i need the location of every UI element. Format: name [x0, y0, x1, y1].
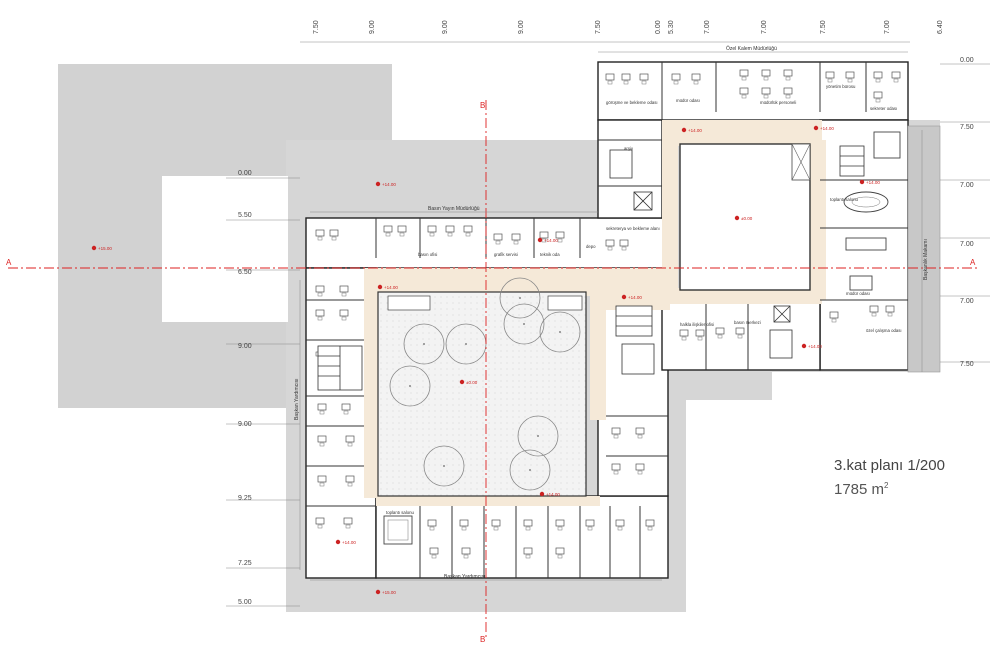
label-depo: depo	[586, 244, 596, 249]
label-sekreterya: sekreterya ve bekleme alanı	[606, 226, 660, 231]
partitions	[306, 62, 908, 578]
courtyard	[377, 277, 587, 497]
dim-top-3: 9.00	[442, 20, 449, 34]
meeting-tables	[383, 131, 901, 545]
label-baskan-yard-bottom: Başkan Yardımcısı	[444, 574, 486, 580]
label-ozel-calisma: özel çalışma odası	[866, 328, 902, 333]
dim-left-8: 5.00	[238, 599, 252, 606]
dim-top-7: 5.30	[668, 20, 675, 34]
right-dimension-labels: 0.00 7.50 7.00 7.00 7.00 7.50	[960, 57, 974, 368]
level-corridor-s: +14.00	[546, 492, 560, 497]
section-a-right: A	[970, 258, 976, 267]
label-basin-yayin: Basın Yayın Müdürlüğü	[428, 206, 480, 212]
dim-right-4: 7.00	[960, 241, 974, 248]
dim-top-5: 7.50	[595, 20, 602, 34]
dim-left-2: 5.50	[238, 212, 252, 219]
dim-right-3: 7.00	[960, 182, 974, 189]
level-corridor-n: +14.00	[544, 238, 558, 243]
plan-area-value: 1785 m	[834, 481, 885, 498]
label-baskan-yard-left: Başkan Yardımcısı	[294, 379, 300, 421]
level-roof-mid: +14.00	[382, 182, 396, 187]
roof-cutout	[162, 176, 288, 322]
label-mudur-odasi-2: müdür odası	[846, 291, 870, 296]
room-labels: Özel Kalem Müdürlüğü Basın Yayın Müdürlü…	[294, 45, 929, 580]
level-east-hall: +14.00	[808, 344, 822, 349]
label-baskanlik-makami: Başkanlık Makamı	[923, 239, 929, 280]
label-toplanti-sw: toplantı salonu	[386, 510, 415, 515]
dim-right-6: 7.50	[960, 361, 974, 368]
label-sekreter: sekreter odası	[870, 106, 897, 111]
dim-left-1: 0.00	[238, 170, 252, 177]
level-roof-bottom: +15.00	[382, 590, 396, 595]
dim-left-7: 7.25	[238, 560, 252, 567]
level-ne-corner: +14.00	[820, 126, 834, 131]
dim-top-2: 9.00	[369, 20, 376, 34]
label-gorusme: görüşme ve bekleme odası	[606, 100, 658, 105]
label-basin-merkezi: basın merkezi	[734, 320, 761, 325]
stairs-elevators	[317, 145, 865, 391]
dim-top-1: 7.50	[313, 20, 320, 34]
plan-title-block: 3.kat planı 1/200 1785 m2	[834, 456, 945, 500]
lightwell	[679, 143, 811, 291]
label-teknik: teknik oda	[540, 252, 560, 257]
label-mudur-odasi: müdür odası	[676, 98, 700, 103]
dim-right-5: 7.00	[960, 298, 974, 305]
level-lightwell: ±0.00	[741, 216, 753, 221]
level-markers: +15.00 +14.00 +14.00 ±0.00 ±0.00 +14.00 …	[91, 125, 880, 595]
section-a-left: A	[6, 258, 12, 267]
dim-top-11: 7.00	[884, 20, 891, 34]
left-dimension-labels: 0.00 5.50 6.50 9.00 9.00 9.25 7.25 5.00	[238, 170, 252, 606]
dim-top-12: 6.40	[937, 20, 944, 34]
plan-area-unit-exponent: 2	[884, 481, 889, 490]
label-halkla: halkla ilişkiler ofisi	[680, 322, 714, 327]
plan-area: 1785 m2	[834, 476, 945, 500]
level-south-room: +14.00	[342, 540, 356, 545]
dimension-lines	[226, 41, 990, 607]
level-corridor-e: +14.00	[628, 295, 642, 300]
dim-top-4: 9.00	[518, 20, 525, 34]
dim-right-2: 7.50	[960, 124, 974, 131]
level-courtyard: ±0.00	[466, 380, 478, 385]
section-b-bottom: B	[480, 635, 485, 644]
label-basin-ofisi: basın ofisi	[418, 252, 437, 257]
section-lines	[8, 100, 980, 640]
plan-title: 3.kat planı 1/200	[834, 457, 945, 474]
section-b-top: B	[480, 101, 485, 110]
label-yonetim-burosu: yönetim bürosu	[826, 84, 856, 89]
corridors	[364, 120, 826, 506]
dim-top-6: 0.00	[655, 20, 662, 34]
top-dimension-labels: 7.50 9.00 9.00 9.00 7.50 0.00 5.30 7.00 …	[313, 20, 944, 34]
label-arsiv: arşiv	[624, 146, 634, 151]
baskanlik-strip	[907, 125, 941, 373]
dim-right-1: 0.00	[960, 57, 974, 64]
dim-left-3: 6.50	[238, 269, 252, 276]
label-mudurluk-personeli: müdürlük personeli	[760, 100, 796, 105]
dim-left-6: 9.25	[238, 495, 252, 502]
label-ozel-kalem: Özel Kalem Müdürlüğü	[726, 45, 777, 52]
dim-top-9: 7.00	[761, 20, 768, 34]
dim-top-8: 7.00	[704, 20, 711, 34]
level-north-room: +14.00	[866, 180, 880, 185]
label-grafik: grafik servisi	[494, 252, 518, 257]
level-ne-corridor: +14.00	[688, 128, 702, 133]
label-toplanti-ne: toplantı salonu	[830, 197, 859, 202]
dim-left-4: 9.00	[238, 343, 252, 350]
level-roof-left: +15.00	[98, 246, 112, 251]
dim-top-10: 7.50	[820, 20, 827, 34]
dim-left-5: 9.00	[238, 421, 252, 428]
level-west-wing: +14.00	[384, 285, 398, 290]
